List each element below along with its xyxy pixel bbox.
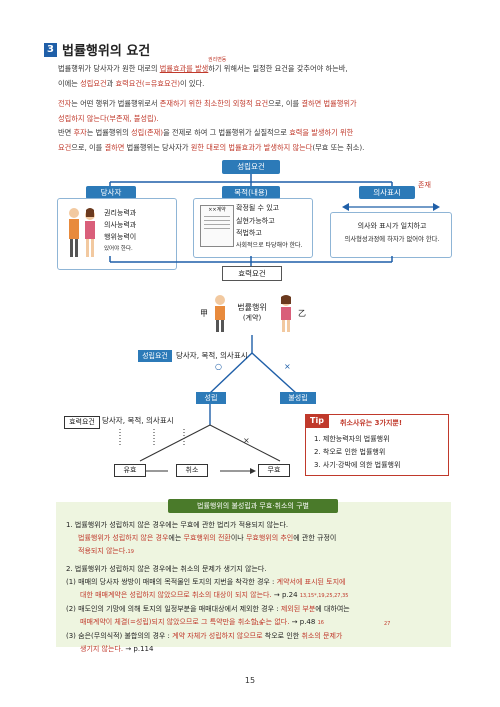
item2-3-line1: (3) 숨은(무의식적) 불합의의 경우 : 계약 자체가 성립하지 않으므로 …	[66, 632, 343, 640]
comparison-box	[56, 502, 451, 647]
annotation-note: 권리변동	[208, 57, 227, 63]
party-requirements: 권리능력과 의사능력과 행위능력이 있어야 한다.	[104, 209, 137, 252]
intro-line-4: 성립하지 않는다(부존재, 불성립).	[58, 113, 159, 123]
contract-document-icon: ××계약	[200, 205, 234, 247]
intent-label: 의사표시	[359, 186, 415, 199]
item2-2-line2: 매매계약이 체결(=성립)되지 않았으므로 그 특약만을 취소할 수는 없다. …	[80, 618, 324, 626]
man-icon	[215, 295, 225, 332]
item1-line1: 법률행위가 성립하지 않은 경우에는 무효행위의 전환이나 무효행위의 추인에 …	[78, 534, 337, 542]
item2-3-line2: 생기지 않는다. → p.114	[80, 645, 154, 653]
circle-mark: ○	[215, 362, 222, 371]
diagram1-bottom-connectors	[109, 256, 393, 268]
item2-2-line1: (2) 매도인의 기망에 의해 토지의 일정부분을 매매대상에서 제외한 경우 …	[66, 605, 350, 613]
item2-3-ref1: 19	[256, 621, 263, 627]
validity-items: 당사자, 목적, 의사표시	[102, 416, 174, 425]
tip-item: 2. 착오로 인한 법률행위	[314, 448, 386, 456]
formation-label: 성립요건	[222, 160, 280, 174]
party-card: 권리능력과 의사능력과 행위능력이 있어야 한다.	[57, 198, 177, 270]
item2-1-line2: 대한 매매계약은 성립하지 않았으므로 취소의 대상이 되지 않는다. → p.…	[80, 591, 349, 599]
void-node: 무효	[258, 464, 290, 477]
tip-box: Tip 취소사유는 3가지뿐! 1. 제한능력자의 법률행위 2. 착오로 인한…	[305, 414, 449, 476]
intent-requirements: 의사와 표시가 일치하고 의사형성과정에 하자가 없어야 한다.	[344, 222, 440, 243]
cross-mark-2: ×	[243, 436, 250, 445]
party-label: 당사자	[86, 186, 136, 199]
person-gap-label: 甲	[200, 309, 208, 318]
intro-line-6: 요건으로, 이를 결하면 법률행위는 당사자가 원한 대로의 법률효과가 발생하…	[58, 142, 365, 152]
validity-label: 효력요건	[222, 266, 282, 281]
legal-act-node: 법률행위 (계약)	[237, 303, 267, 322]
intro-line-5: 반면 후자는 법률행위의 성립(존재)을 전제로 하여 그 법률행위가 실질적으…	[58, 128, 354, 138]
intro-paragraph: 법률행위가 당사자가 원한 대로의 법률효과를 발생하기 위해서는 일정한 요건…	[58, 62, 458, 156]
intent-arrows	[342, 203, 440, 211]
purpose-label: 목적(내용)	[222, 186, 280, 199]
tip-list: 1. 제한능력자의 법률행위 2. 착오로 인한 법률행위 3. 사기·강박에 …	[314, 433, 400, 472]
tip-title: 취소사유는 3가지뿐!	[340, 419, 403, 427]
comparison-content: 1. 법률행위가 성립하지 않은 경우에는 무효에 관한 법리가 적용되지 않는…	[66, 519, 448, 656]
item1-heading: 1. 법률행위가 성립하지 않은 경우에는 무효에 관한 법리가 적용되지 않는…	[66, 521, 289, 529]
item1-line2: 적용되지 않는다.19	[78, 547, 134, 555]
comparison-title: 법률행위의 불성립과 무효·취소의 구별	[168, 499, 338, 513]
formed-node: 성립	[196, 392, 226, 404]
section-number: 3	[44, 42, 57, 57]
intent-exist-note: 존재	[418, 181, 431, 189]
cross-mark: ×	[284, 362, 291, 371]
validity-tag: 효력요건	[64, 416, 100, 429]
intro-line-1: 법률행위가 당사자가 원한 대로의 법률효과를 발생하기 위해서는 일정한 요건…	[58, 64, 348, 73]
people-icon	[69, 208, 95, 257]
legal-act-tree	[119, 335, 297, 474]
intro-line-2: 이에는 성립요건과 효력요건(=유효요건)이 있다.	[58, 78, 205, 88]
tip-item: 3. 사기·강박에 의한 법률행위	[314, 461, 401, 469]
intro-line-3: 전자는 어떤 행위가 법률행위로서 존재하기 위한 최소한의 외형적 요건으로,…	[58, 99, 357, 109]
woman-icon	[281, 295, 291, 332]
item2-3-ref2: 27	[384, 621, 391, 627]
item2-1-line1: (1) 매매의 당사자 쌍방이 매매의 목적물인 토지의 지번을 착각한 경우 …	[66, 578, 346, 586]
page-number: 15	[244, 676, 256, 685]
cancel-node: 취소	[176, 464, 208, 477]
formation-tag: 성립요건	[138, 350, 172, 362]
person-eul-label: 乙	[298, 309, 306, 318]
item2-heading: 2. 법률행위가 성립하지 않은 경우에는 취소의 문제가 생기지 않는다.	[66, 565, 267, 573]
purpose-requirements: 확정될 수 있고 실현가능하고 적법하고 사회적으로 타당해야 한다.	[236, 204, 303, 249]
section-heading: 3 법률행위의 요건	[44, 40, 150, 59]
section-title: 법률행위의 요건	[62, 44, 151, 59]
intent-card: 의사와 표시가 일치하고 의사형성과정에 하자가 없어야 한다.	[330, 212, 452, 258]
not-formed-node: 불성립	[280, 392, 316, 404]
tip-item: 1. 제한능력자의 법률행위	[314, 435, 390, 443]
valid-node: 유효	[114, 464, 146, 477]
purpose-card: ××계약 확정될 수 있고 실현가능하고 적법하고 사회적으로 타당해야 한다.	[193, 198, 313, 258]
formation-items: 당사자, 목적, 의사표시	[176, 351, 248, 360]
tip-tag: Tip	[305, 414, 329, 428]
